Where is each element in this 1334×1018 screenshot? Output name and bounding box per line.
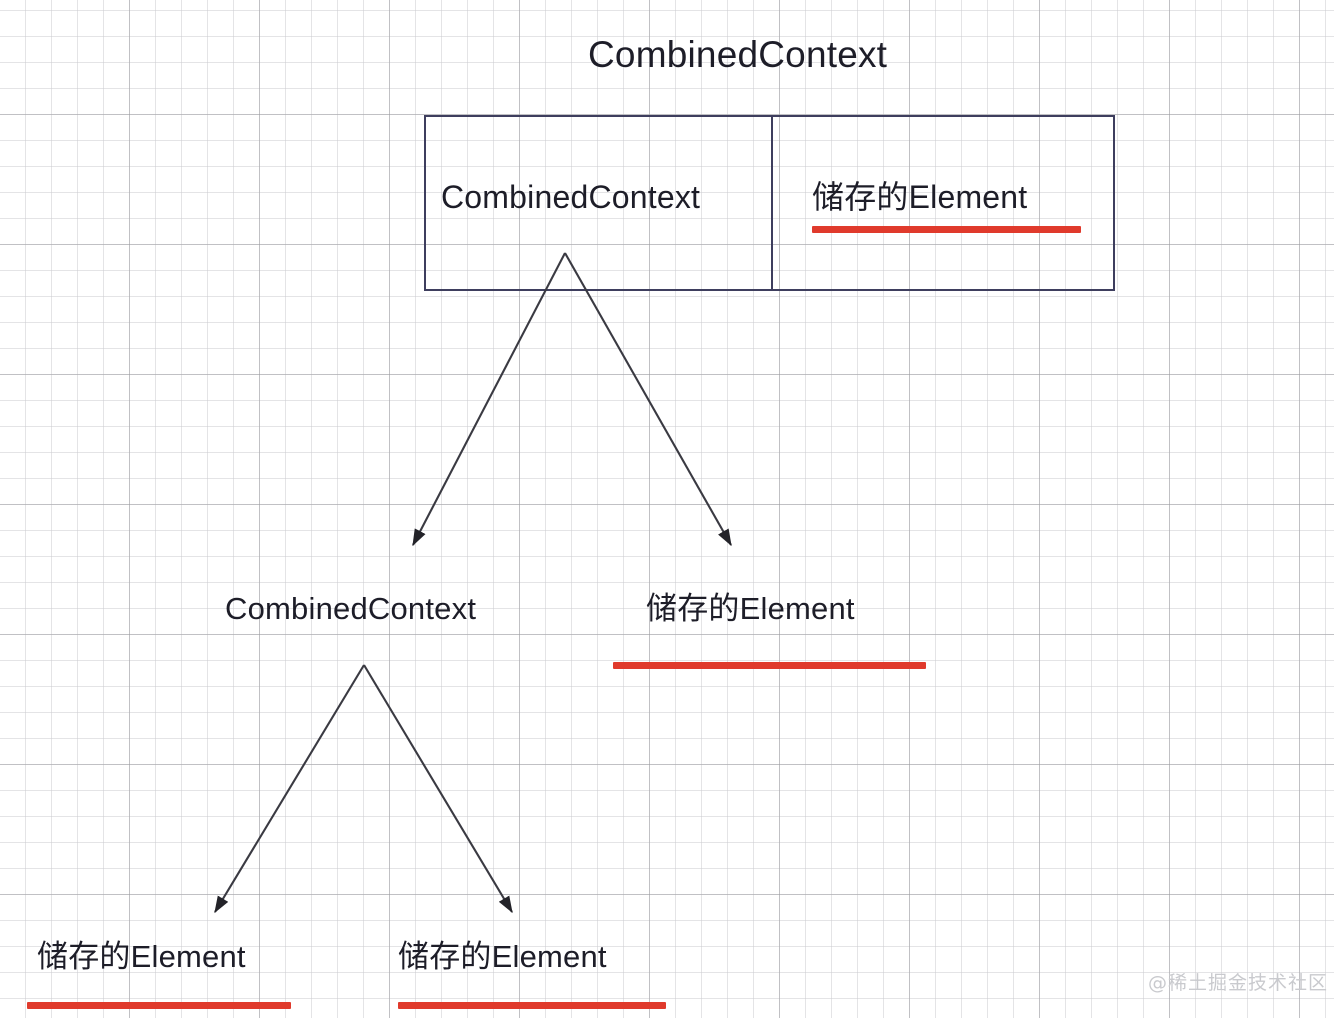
- arrow-lvl2-to-element-right: [363, 664, 513, 914]
- page-title: CombinedContext: [588, 34, 888, 75]
- level3-element-underline-left: [27, 1002, 291, 1009]
- arrow-lvl2-to-element-left: [214, 664, 365, 914]
- watermark-text: @稀土掘金技术社区: [1148, 972, 1329, 994]
- box-right-cell-underline: [812, 226, 1081, 233]
- box-left-cell-label: CombinedContext: [441, 179, 701, 215]
- box-right-cell-label: 储存的Element: [812, 179, 1028, 215]
- level2-combinedcontext-label: CombinedContext: [225, 591, 477, 626]
- level3-element-label-left: 储存的Element: [37, 939, 246, 974]
- combined-context-box: [424, 115, 1115, 291]
- level2-element-label: 储存的Element: [646, 591, 855, 626]
- arrow-box-to-element: [564, 252, 732, 547]
- box-cell-divider: [771, 117, 773, 289]
- level3-element-label-right: 储存的Element: [398, 939, 607, 974]
- arrow-box-to-combinedcontext: [412, 252, 566, 547]
- level3-element-underline-right: [398, 1002, 666, 1009]
- level2-element-underline: [613, 662, 926, 669]
